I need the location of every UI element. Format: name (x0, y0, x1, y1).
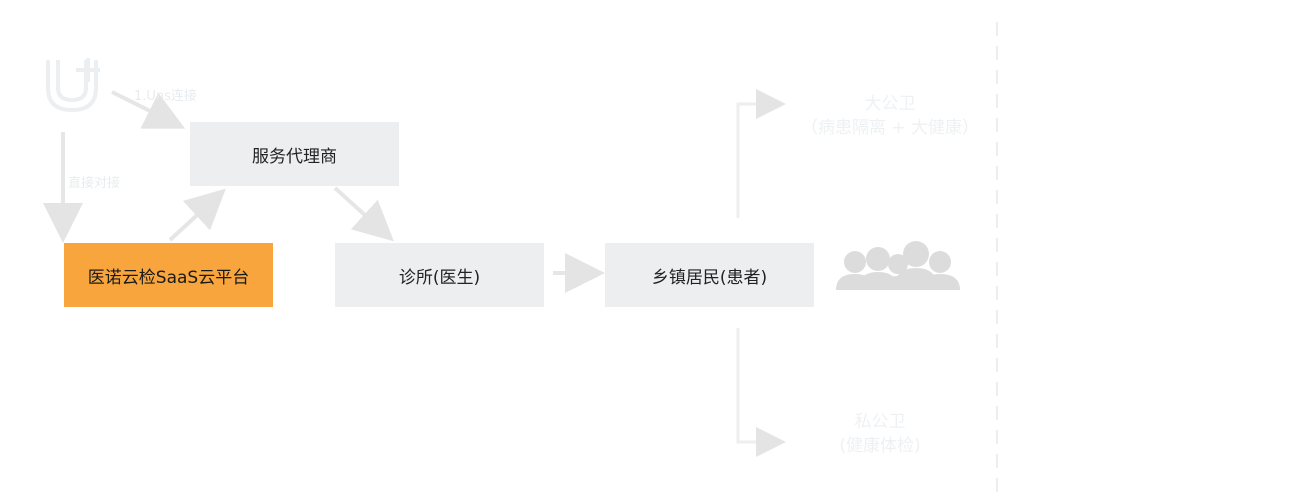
edge-label-top: 1.Uns连接 (134, 89, 197, 104)
arrow-logo-to-agent (111, 90, 186, 129)
node-residents: 乡镇居民(患者) (605, 243, 814, 307)
arrow-agent-to-clinic (333, 186, 394, 242)
public-health-line2: （病患隔离 + 大健康） (800, 118, 980, 138)
edge-label-left: 直接对接 (68, 176, 121, 191)
arrow-branch-bottom (736, 328, 786, 457)
node-clinic-label: 诊所(医生) (398, 267, 481, 288)
logo-icon (46, 58, 100, 113)
arrow-platform-to-agent (168, 188, 226, 242)
node-platform-label: 医诺云检SaaS云平台 (87, 267, 250, 288)
private-health-line2: (健康体检) (839, 436, 921, 456)
arrow-branch-top (736, 89, 786, 218)
node-agent-label: 服务代理商 (252, 146, 337, 167)
node-clinic: 诊所(医生) (335, 243, 544, 307)
public-health-line1: 大公卫 (864, 94, 916, 114)
private-health-line1: 私公卫 (854, 412, 906, 432)
private-health-label: 私公卫 (健康体检) (780, 410, 980, 458)
node-residents-label: 乡镇居民(患者) (651, 267, 768, 288)
public-health-label: 大公卫 （病患隔离 + 大健康） (790, 92, 990, 140)
node-platform: 医诺云检SaaS云平台 (64, 243, 273, 307)
people-group-icon (836, 241, 960, 290)
node-agent: 服务代理商 (190, 122, 399, 186)
